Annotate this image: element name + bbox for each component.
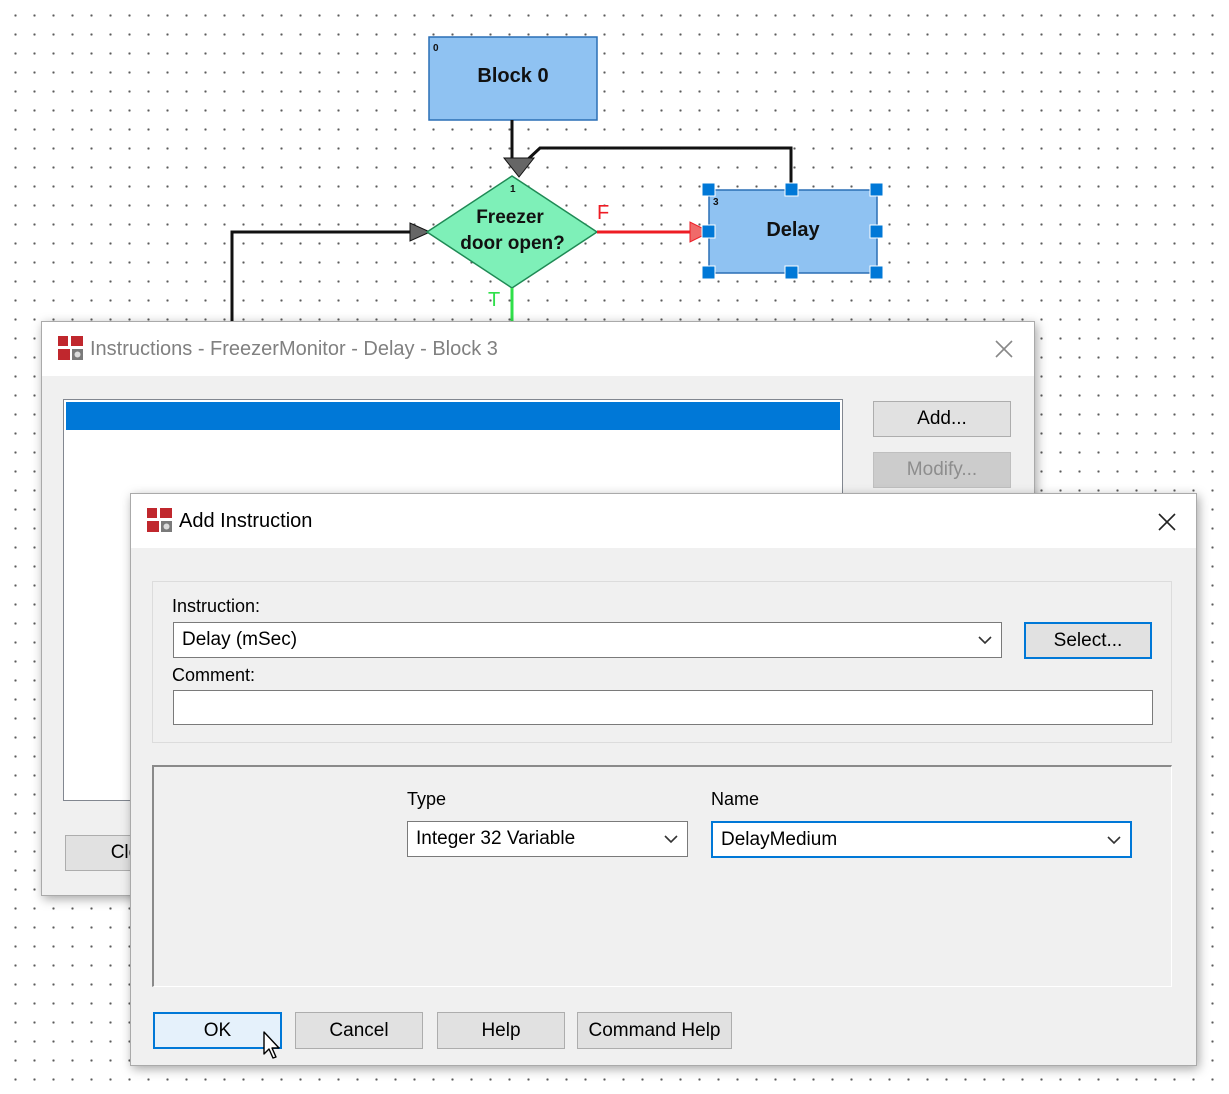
instructions-titlebar[interactable]: Instructions - FreezerMonitor - Delay - …	[42, 322, 1034, 376]
instruction-label: Instruction:	[172, 596, 261, 616]
instruction-dropdown[interactable]: Delay (mSec)	[173, 622, 1002, 658]
true-label: T	[488, 289, 501, 311]
delay-block-label: Delay	[766, 219, 820, 241]
false-label: F	[597, 202, 610, 224]
false-arrowhead	[689, 221, 712, 243]
app-icon	[58, 336, 83, 360]
add-instruction-dialog: Add Instruction Instruction: Delay (mSec…	[130, 493, 1197, 1066]
block-0-label: Block 0	[477, 65, 549, 87]
app-icon	[147, 508, 172, 532]
connector-left-loop	[230, 230, 412, 322]
select-button[interactable]: Select...	[1024, 622, 1152, 659]
type-value: Integer 32 Variable	[416, 828, 576, 849]
arrowhead-into-decision	[502, 157, 536, 178]
add-instruction-title: Add Instruction	[179, 510, 313, 532]
add-instruction-titlebar[interactable]: Add Instruction	[131, 494, 1196, 548]
add-button[interactable]: Add...	[873, 401, 1011, 437]
block-0-number: 0	[433, 43, 439, 54]
instruction-value: Delay (mSec)	[182, 629, 298, 650]
ok-button[interactable]: OK	[153, 1012, 282, 1049]
chevron-down-icon	[664, 835, 678, 844]
close-icon[interactable]	[1155, 510, 1179, 534]
decision-number: 1	[510, 184, 516, 195]
modify-button: Modify...	[873, 452, 1011, 488]
comment-label: Comment:	[172, 665, 256, 685]
close-icon[interactable]	[992, 337, 1016, 361]
mouse-cursor-icon	[263, 1031, 280, 1059]
parameter-group	[152, 765, 1172, 987]
instruction-group	[152, 581, 1172, 743]
delay-block-number: 3	[713, 197, 719, 208]
instructions-window-title: Instructions - FreezerMonitor - Delay - …	[90, 338, 498, 360]
name-label: Name	[711, 789, 760, 809]
chevron-down-icon	[1107, 835, 1121, 844]
comment-field[interactable]	[173, 690, 1153, 725]
command-help-button[interactable]: Command Help	[577, 1012, 732, 1049]
chevron-down-icon	[978, 636, 992, 645]
decision-label-line1: Freezer	[476, 207, 544, 228]
decision-label-line2: door open?	[460, 233, 565, 254]
type-label: Type	[407, 789, 447, 809]
selection-handles[interactable]	[701, 182, 884, 280]
arrowhead-left-into-decision	[409, 222, 432, 242]
cancel-button[interactable]: Cancel	[295, 1012, 423, 1049]
name-value: DelayMedium	[721, 828, 838, 850]
help-button[interactable]: Help	[437, 1012, 565, 1049]
list-selected-row[interactable]	[66, 402, 840, 430]
type-dropdown[interactable]: Integer 32 Variable	[407, 821, 688, 857]
block-0-shape[interactable]	[428, 36, 598, 121]
name-dropdown[interactable]: DelayMedium	[711, 821, 1132, 858]
connector-delay-loopback	[523, 146, 793, 190]
